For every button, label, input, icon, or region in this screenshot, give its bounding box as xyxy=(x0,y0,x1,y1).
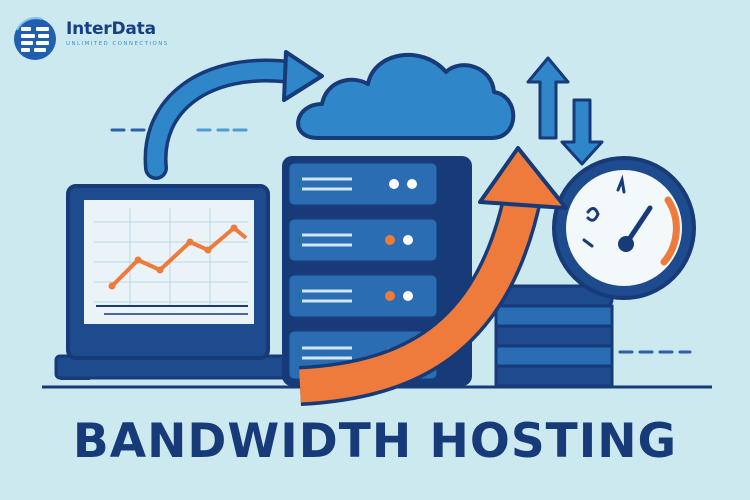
growth-arrow-icon xyxy=(298,146,568,406)
upload-download-arrows-icon xyxy=(526,56,604,166)
brand-name: InterData xyxy=(66,19,156,39)
page-title: BANDWIDTH HOSTING xyxy=(72,414,678,469)
small-server-stack-icon xyxy=(494,284,614,388)
brand-tagline: UNLIMITED CONNECTIONS xyxy=(66,41,169,47)
laptop-icon xyxy=(54,184,290,380)
cloud-icon xyxy=(296,53,516,140)
dashed-accent-lines xyxy=(110,128,692,354)
globe-logo-icon xyxy=(14,17,56,60)
speedometer-icon xyxy=(552,156,696,300)
curved-arrow-icon xyxy=(143,50,324,180)
